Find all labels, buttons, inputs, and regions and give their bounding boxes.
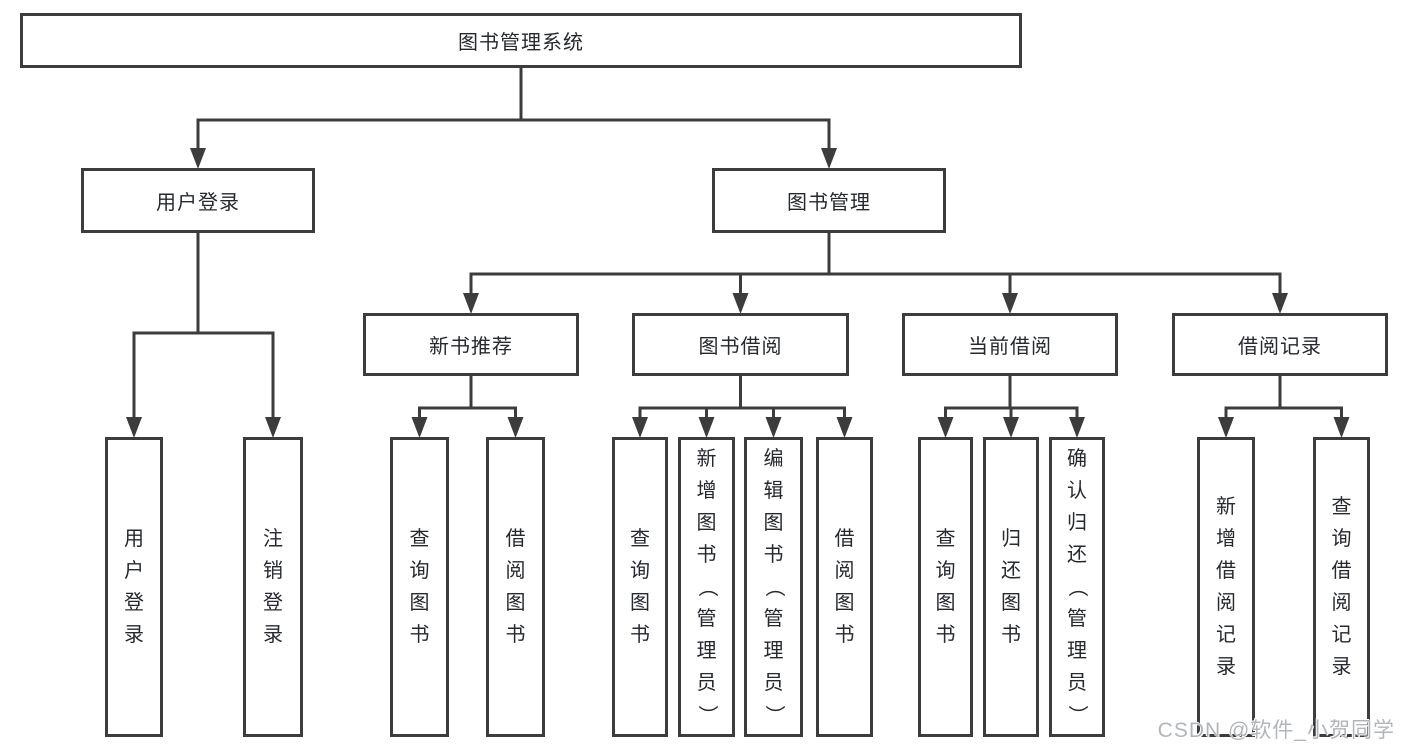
- node-label: 查询图书: [409, 528, 430, 646]
- leaf-user-login: 用户登录: [105, 437, 163, 737]
- node-label: 新增图书（管理员）: [695, 448, 718, 725]
- leaf-query-books: 查询图书: [390, 437, 449, 737]
- node-label: 新书推荐: [429, 336, 513, 358]
- leaf-confirm-return-admin: 确认归还（管理员）: [1049, 437, 1105, 737]
- node-label: 查询借阅记录: [1331, 496, 1352, 678]
- node-label: 当前借阅: [968, 336, 1052, 358]
- node-borrowing-records: 借阅记录: [1172, 313, 1388, 376]
- node-label: 编辑图书（管理员）: [762, 448, 785, 725]
- node-label: 注销登录: [263, 528, 283, 646]
- leaf-add-borrow-record: 新增借阅记录: [1197, 437, 1255, 737]
- node-label: 查询图书: [935, 528, 956, 646]
- csdn-watermark: CSDN @软件_小贺同学: [1157, 719, 1395, 742]
- node-library-management-system: 图书管理系统: [20, 13, 1022, 68]
- node-label: 借阅图书: [834, 528, 855, 646]
- leaf-query-books: 查询图书: [612, 437, 668, 737]
- leaf-logout: 注销登录: [243, 437, 303, 737]
- leaf-borrow-books: 借阅图书: [816, 437, 873, 737]
- leaf-add-books-admin: 新增图书（管理员）: [678, 437, 735, 737]
- node-label: 借阅记录: [1238, 336, 1322, 358]
- node-current-borrowing: 当前借阅: [902, 313, 1118, 376]
- node-label: 查询图书: [630, 528, 650, 646]
- node-book-management: 图书管理: [712, 168, 946, 233]
- node-label: 用户登录: [156, 192, 240, 214]
- node-label: 借阅图书: [505, 528, 526, 646]
- leaf-return-books: 归还图书: [983, 437, 1039, 737]
- node-label: 新增借阅记录: [1216, 496, 1236, 678]
- leaf-query-books: 查询图书: [918, 437, 973, 737]
- leaf-query-borrow-record: 查询借阅记录: [1313, 437, 1370, 737]
- node-label: 图书管理系统: [458, 32, 584, 54]
- node-user-login: 用户登录: [81, 168, 315, 233]
- node-label: 归还图书: [1001, 528, 1021, 646]
- node-label: 确认归还（管理员）: [1066, 448, 1088, 725]
- node-new-book-recommendation: 新书推荐: [363, 313, 579, 376]
- node-label: 用户登录: [124, 528, 144, 646]
- node-book-borrowing: 图书借阅: [632, 313, 849, 376]
- node-label: 图书管理: [787, 192, 871, 214]
- node-label: 图书借阅: [698, 336, 783, 358]
- leaf-borrow-books: 借阅图书: [486, 437, 545, 737]
- leaf-edit-books-admin: 编辑图书（管理员）: [744, 437, 803, 737]
